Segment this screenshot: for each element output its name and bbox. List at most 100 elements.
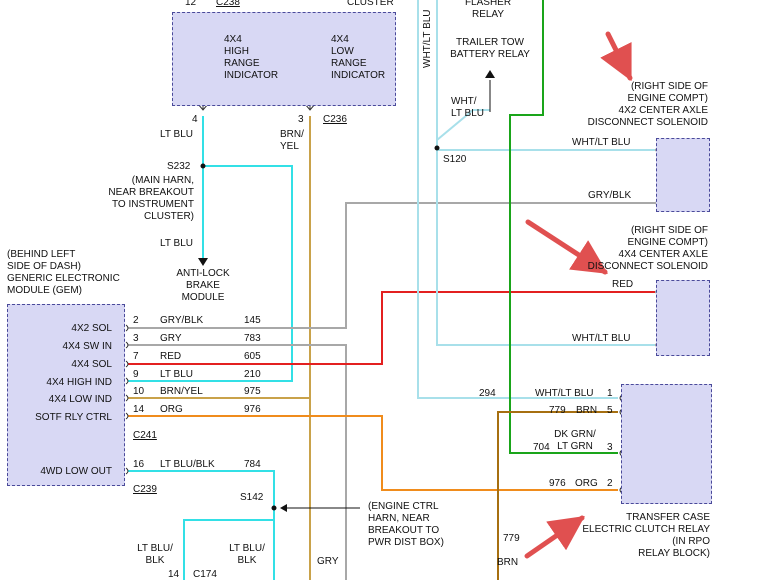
- instrument-cluster-box: [172, 12, 396, 106]
- solenoid-top-box: [656, 138, 710, 212]
- gem-circuit-975: 975: [244, 386, 261, 397]
- trailer-tow-arrow: [485, 70, 495, 78]
- pin-3: 3: [298, 114, 304, 125]
- wire-brn: [497, 411, 618, 580]
- wire-label-vertical-wht-lt-blu: WHT/LT BLU: [422, 9, 433, 68]
- gem-pin-2: 2: [133, 315, 139, 326]
- splice-s142: S142: [240, 492, 264, 503]
- abs-arrow: [198, 258, 208, 266]
- gem-pin-16: 16: [133, 459, 145, 470]
- pin-4: 4: [192, 114, 198, 125]
- gem-wire-lt-blu-blk: LT BLU/BLK: [160, 459, 215, 470]
- connector-c236: C236: [323, 114, 347, 125]
- relay-row4-circuit: 976: [549, 478, 566, 489]
- wire-lt-blu-blk: [128, 470, 275, 580]
- splice-s232: S232: [167, 161, 191, 172]
- solenoid-bottom-wire-2: WHT/LT BLU: [572, 333, 631, 344]
- low-range-indicator: 4X4 LOW RANGE INDICATOR: [331, 34, 386, 81]
- wire-gry: [128, 344, 347, 580]
- wire-org: [128, 415, 618, 491]
- wire-label-wht-lt-blu-relay: WHT/ LT BLU: [451, 96, 484, 119]
- circuit-294: 294: [479, 388, 496, 399]
- connector-c174: C174: [193, 569, 217, 580]
- trailer-tow-battery-relay: TRAILER TOW BATTERY RELAY: [450, 37, 530, 60]
- splice-s120: S120: [443, 154, 467, 165]
- splice-s232-note: (MAIN HARN, NEAR BREAKOUT TO INSTRUMENT …: [108, 175, 194, 222]
- wire-label-brn-bottom: BRN: [497, 557, 519, 568]
- gem-pin-label-4x4-low-ind: 4X4 LOW IND: [48, 394, 112, 405]
- relay-name: TRANSFER CASE ELECTRIC CLUTCH RELAY (IN …: [582, 512, 710, 559]
- gem-wire-brn-yel: BRN/YEL: [160, 386, 203, 397]
- wire-gry-blk: [128, 202, 655, 329]
- wire-lt-blu: [128, 116, 293, 382]
- connector-c239: C239: [133, 484, 157, 495]
- relay-row2-wire: BRN: [576, 405, 598, 416]
- callout-arrows: [524, 31, 633, 559]
- gem-pin-3: 3: [133, 333, 139, 344]
- gem-pin-label-4x4-sw-in: 4X4 SW IN: [62, 341, 112, 352]
- cluster-label: CLUSTER: [347, 0, 394, 8]
- flasher-relay: FLASHER RELAY: [464, 0, 512, 20]
- splice-s142-dot: [271, 505, 277, 511]
- relay-row4-pin: 2: [607, 478, 613, 489]
- gem-pin-10: 10: [133, 386, 145, 397]
- relay-row3-circuit: 704: [533, 442, 550, 453]
- solenoid-top-wire-1: WHT/LT BLU: [572, 137, 631, 148]
- wire-label-lt-blu-top: LT BLU: [160, 129, 193, 140]
- gem-wire-gry: GRY: [160, 333, 182, 344]
- gem-pin-14: 14: [133, 404, 145, 415]
- wire-red: [128, 291, 655, 365]
- gem-pin-label-4x4-sol: 4X4 SOL: [71, 359, 112, 370]
- solenoid-bottom-wire-1: RED: [612, 279, 634, 290]
- connector-c241: C241: [133, 430, 157, 441]
- wire-label-779-bottom: 779: [503, 533, 520, 544]
- gem-box: [7, 304, 125, 486]
- gem-location: (BEHIND LEFT SIDE OF DASH) GENERIC ELECT…: [7, 249, 120, 296]
- gem-pin-label-4wd-low-out: 4WD LOW OUT: [40, 466, 112, 477]
- gem-pin-9: 9: [133, 369, 139, 380]
- gem-circuit-605: 605: [244, 351, 261, 362]
- relay-row2-pin: 5: [607, 405, 613, 416]
- anti-lock-brake-module: ANTI-LOCK BRAKE MODULE: [176, 268, 230, 303]
- solenoid-top-location: (RIGHT SIDE OF ENGINE COMPT) 4X2 CENTER …: [587, 81, 708, 128]
- gem-circuit-210: 210: [244, 369, 261, 380]
- relay-row1-wire: WHT/LT BLU: [535, 388, 594, 399]
- gem-wire-lt-blu: LT BLU: [160, 369, 193, 380]
- gem-circuit-783: 783: [244, 333, 261, 344]
- splice-s120-dot: [434, 145, 440, 151]
- wire-label-lt-blu-blk-left: LT BLU/ BLK: [137, 543, 173, 566]
- gem-circuit-145: 145: [244, 315, 261, 326]
- wire-grn: [509, 0, 618, 454]
- solenoid-bottom-box: [656, 280, 710, 356]
- cluster-pin-top: 12: [185, 0, 197, 8]
- gem-pin-7: 7: [133, 351, 139, 362]
- wire-label-lt-blu-s232: LT BLU: [160, 238, 193, 249]
- solenoid-bottom-location: (RIGHT SIDE OF ENGINE COMPT) 4X4 CENTER …: [587, 225, 708, 272]
- relay-row2-circuit: 779: [549, 405, 566, 416]
- gem-circuit-976: 976: [244, 404, 261, 415]
- wire-wht-lt-blu: [417, 0, 655, 399]
- relay-row4-wire: ORG: [575, 478, 598, 489]
- gem-wire-gry-blk: GRY/BLK: [160, 315, 204, 326]
- high-range-indicator: 4X4 HIGH RANGE INDICATOR: [224, 34, 279, 81]
- wire-label-lt-blu-blk-mid: LT BLU/ BLK: [229, 543, 265, 566]
- wire-label-gry-bottom: GRY: [317, 556, 339, 567]
- gem-wire-org: ORG: [160, 404, 183, 415]
- gem-pin-label-4x2-sol: 4X2 SOL: [71, 323, 112, 334]
- wire-label-brn-yel-top: BRN/ YEL: [280, 129, 304, 152]
- relay-row3-wire: DK GRN/ LT GRN: [554, 429, 596, 452]
- splice-s142-note: (ENGINE CTRL HARN, NEAR BREAKOUT TO PWR …: [368, 501, 444, 548]
- cluster-connector-top: C238: [216, 0, 240, 8]
- gem-pin-label-sotf-rly-ctrl: SOTF RLY CTRL: [35, 412, 112, 423]
- s142-arrowhead: [280, 504, 287, 512]
- relay-row1-pin: 1: [607, 388, 613, 399]
- splice-s232-dot: [200, 163, 206, 169]
- relay-row3-pin: 3: [607, 442, 613, 453]
- gem-pin-label-4x4-high-ind: 4X4 HIGH IND: [46, 377, 112, 388]
- relay-box: [621, 384, 712, 504]
- gem-wire-red: RED: [160, 351, 182, 362]
- pin-14-bottom: 14: [168, 569, 180, 580]
- solenoid-top-wire-2: GRY/BLK: [588, 190, 632, 201]
- gem-circuit-784: 784: [244, 459, 261, 470]
